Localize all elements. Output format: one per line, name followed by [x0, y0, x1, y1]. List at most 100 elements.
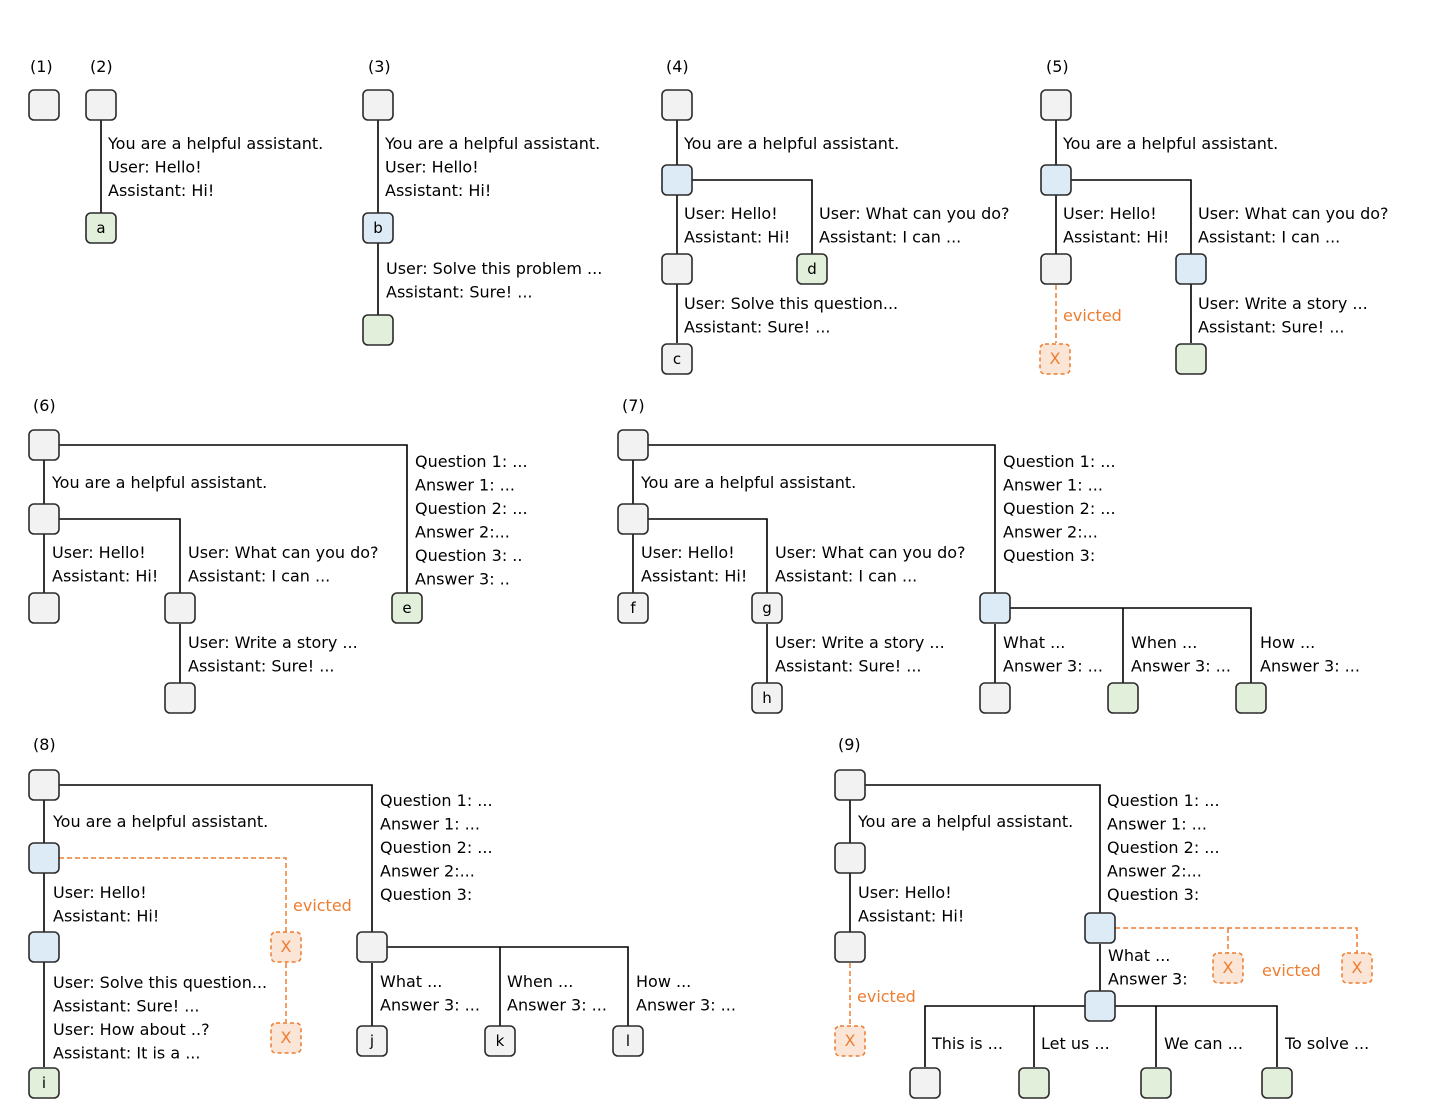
evicted-node-mark: X — [281, 1028, 292, 1047]
edge-label: Assistant: Hi! — [385, 181, 491, 200]
edge-label: You are a helpful assistant. — [640, 473, 856, 492]
tree-node — [612, 1025, 644, 1057]
edge-label: Assistant: I can ... — [188, 567, 330, 586]
tree-edge — [1115, 1005, 1278, 1067]
edge-label: User: Hello! — [108, 158, 202, 177]
tree-node — [28, 592, 60, 624]
tree-edge — [924, 1005, 1085, 1067]
tree-edges — [43, 120, 1358, 1067]
tree-node — [28, 769, 60, 801]
edge-label: Assistant: Hi! — [52, 567, 158, 586]
node-key-label: b — [373, 219, 383, 237]
edge-label: Assistant: Sure! ... — [53, 997, 200, 1016]
evicted-node-mark: X — [1223, 958, 1234, 977]
edge-label: Assistant: Hi! — [1063, 228, 1169, 247]
tree-node — [617, 503, 649, 535]
evicted-node-mark: X — [1050, 349, 1061, 368]
tree-node-shared — [28, 931, 60, 963]
edge-label: Assistant: Hi! — [641, 567, 747, 586]
edge-label: Answer 2:... — [1107, 862, 1202, 881]
node-key-label: c — [673, 350, 681, 368]
evicted-node-mark: X — [1352, 958, 1363, 977]
tree-edge — [648, 518, 768, 593]
edge-label: Assistant: I can ... — [1198, 228, 1340, 247]
edge-label: User: What can you do? — [819, 204, 1010, 223]
edge-label: You are a helpful assistant. — [384, 134, 600, 153]
tree-edge — [387, 946, 629, 1026]
tree-node — [909, 1067, 941, 1099]
node-key-label: g — [762, 599, 772, 617]
tree-node-new — [85, 212, 117, 244]
tree-edge — [1071, 179, 1192, 343]
edge-label: Answer 3: .. — [415, 570, 510, 589]
edge-label: To solve ... — [1284, 1034, 1369, 1053]
tree-node — [356, 931, 388, 963]
tree-node — [661, 253, 693, 285]
evicted-label: evicted — [1063, 306, 1122, 325]
tree-node-shared — [1084, 990, 1116, 1022]
edge-label: How ... — [636, 972, 691, 991]
tree-node-new — [1235, 682, 1267, 714]
evicted-edge — [1115, 927, 1358, 953]
edge-label: Answer 1: ... — [1107, 815, 1207, 834]
tree-node-shared — [362, 212, 394, 244]
edge-label: When ... — [1131, 633, 1197, 652]
node-key-label: f — [630, 599, 636, 617]
tree-node — [834, 769, 866, 801]
edge-label: Answer 3: ... — [380, 996, 480, 1015]
edge-label: User: Write a story ... — [775, 633, 945, 652]
edge-label: You are a helpful assistant. — [857, 812, 1073, 831]
tree-node — [661, 89, 693, 121]
evicted-label: evicted — [1262, 961, 1321, 980]
tree-node-new — [28, 1067, 60, 1099]
edge-label: Question 2: ... — [1003, 499, 1116, 518]
node-key-label: h — [762, 689, 772, 707]
node-key-label: i — [42, 1074, 46, 1092]
node-key-label: l — [626, 1032, 630, 1050]
edge-label: How ... — [1260, 633, 1315, 652]
node-key-label: k — [496, 1032, 505, 1050]
edge-label: Assistant: I can ... — [819, 228, 961, 247]
tree-node-new — [1140, 1067, 1172, 1099]
edge-label: User: Hello! — [385, 158, 479, 177]
evicted-node-mark: X — [281, 937, 292, 956]
tree-node-shared — [979, 592, 1011, 624]
tree-node — [164, 682, 196, 714]
edge-label: Assistant: Sure! ... — [386, 283, 533, 302]
tree-node — [362, 89, 394, 121]
evicted-node-mark: X — [845, 1031, 856, 1050]
edge-label: You are a helpful assistant. — [683, 134, 899, 153]
tree-edge — [1010, 607, 1252, 683]
node-key-label: j — [369, 1032, 374, 1050]
edge-label: User: What can you do? — [188, 543, 379, 562]
tree-node — [617, 429, 649, 461]
edge-label: Answer 3: — [1108, 970, 1188, 989]
panel-label: (6) — [33, 396, 56, 415]
edge-label: Answer 2:... — [1003, 523, 1098, 542]
edge-label: You are a helpful assistant. — [51, 473, 267, 492]
edge-label: Answer 3: ... — [1003, 657, 1103, 676]
tree-node-shared — [28, 842, 60, 874]
evicted-node — [834, 1025, 866, 1057]
edge-label: Assistant: Hi! — [53, 907, 159, 926]
edge-label: Assistant: Hi! — [858, 907, 964, 926]
edge-label: User: Hello! — [1063, 204, 1157, 223]
tree-node — [1040, 253, 1072, 285]
tree-edge — [59, 444, 408, 593]
edge-label: Answer 2:... — [380, 862, 475, 881]
edge-label: Assistant: Sure! ... — [775, 657, 922, 676]
evicted-node — [1212, 952, 1244, 984]
tree-node — [751, 682, 783, 714]
node-key-label: a — [96, 219, 105, 237]
edge-label: Question 1: ... — [380, 791, 493, 810]
tree-node — [85, 89, 117, 121]
edge-label: We can ... — [1164, 1034, 1243, 1053]
panel-label: (9) — [838, 735, 861, 754]
edge-label: What ... — [1003, 633, 1065, 652]
edge-label: User: Hello! — [858, 883, 952, 902]
edge-labels: (1)(2)(3)(4)(5)(6)(7)(8)(9)You are a hel… — [30, 57, 1389, 1063]
edge-label: Question 3: — [1107, 885, 1199, 904]
node-key-label: e — [402, 599, 411, 617]
edge-label: User: Write a story ... — [1198, 294, 1368, 313]
